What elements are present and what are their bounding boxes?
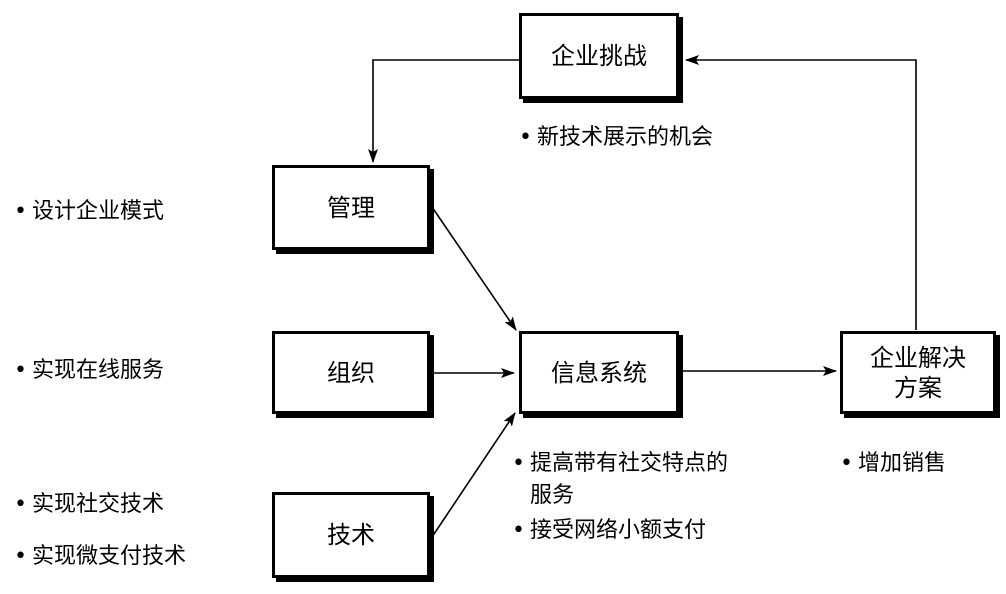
arrow-management-to-info-system <box>431 206 517 331</box>
note-management-1: •设计企业模式 <box>14 196 164 228</box>
note-solution-1: •增加销售 <box>840 448 946 480</box>
bullet: • <box>14 544 27 569</box>
bullet: • <box>512 451 525 476</box>
bullet: • <box>840 451 853 476</box>
note-challenge-1: •新技术展示的机会 <box>519 122 713 154</box>
bullet: • <box>519 125 532 150</box>
node-organization: 组织 <box>272 331 430 414</box>
note-info-system-1: •提高带有社交特点的服务 <box>512 448 744 512</box>
bullet: • <box>14 199 27 224</box>
bullet: • <box>14 358 27 383</box>
node-business-challenge: 企业挑战 <box>519 13 679 99</box>
node-business-solution: 企业解决 方案 <box>840 331 996 414</box>
node-technology: 技术 <box>272 492 430 578</box>
note-technology-2: •实现微支付技术 <box>14 541 186 573</box>
arrow-technology-to-info-system <box>431 412 516 538</box>
node-information-system: 信息系统 <box>519 331 679 414</box>
node-management: 管理 <box>272 165 430 250</box>
bullet: • <box>14 492 27 517</box>
note-organization-1: •实现在线服务 <box>14 355 164 387</box>
note-technology-1: •实现社交技术 <box>14 489 164 521</box>
arrow-challenge-to-management <box>368 59 519 163</box>
note-info-system-2: •接受网络小额支付 <box>512 515 706 547</box>
bullet: • <box>512 518 525 543</box>
arrow-solution-to-challenge <box>685 55 917 330</box>
